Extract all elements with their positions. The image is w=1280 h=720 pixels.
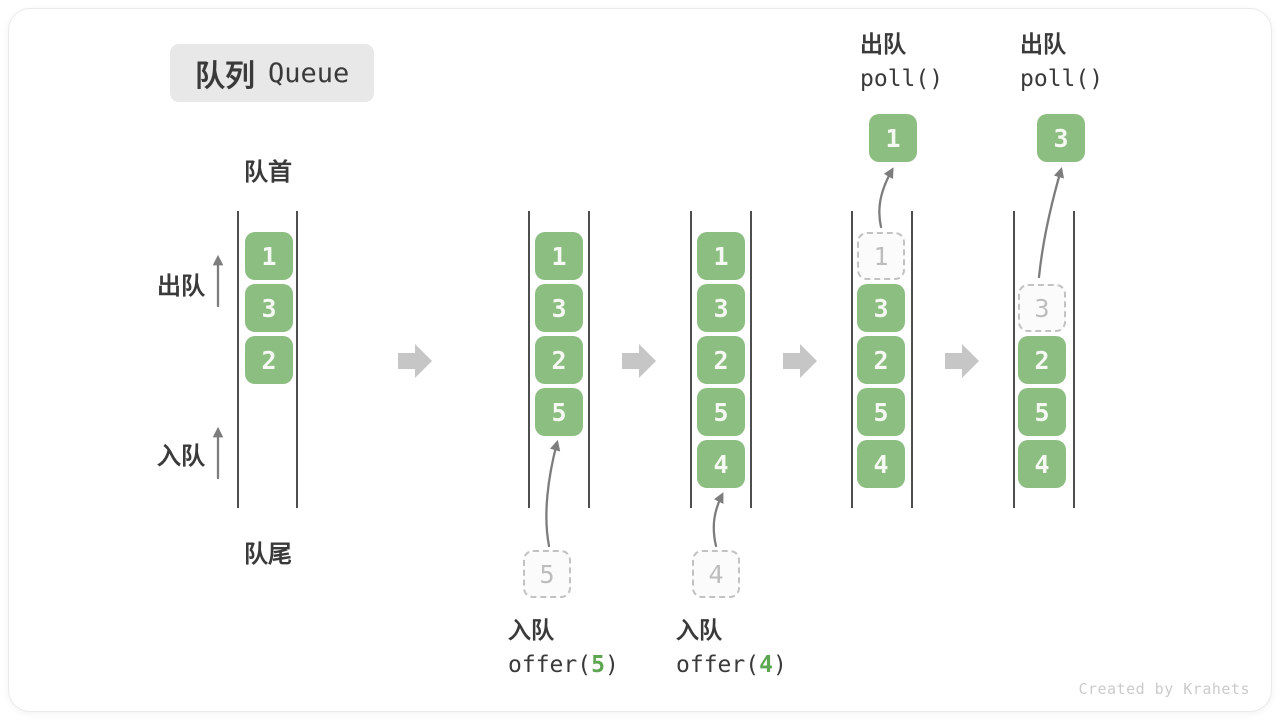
enqueue-pending-cell: 4 xyxy=(692,550,740,598)
queue-wall-right xyxy=(588,211,590,508)
queue-wall-right xyxy=(911,211,913,508)
queue-cell-removed: 3 xyxy=(1018,284,1066,332)
title-badge: 队列 Queue xyxy=(170,44,375,102)
enqueue-label: 入队 xyxy=(157,442,205,470)
queue-cell: 2 xyxy=(697,336,745,384)
queue-cell: 5 xyxy=(1018,388,1066,436)
queue-wall-right xyxy=(1073,211,1075,508)
queue-wall-left xyxy=(851,211,853,508)
operation-label: 出队 poll() xyxy=(1020,28,1103,97)
queue-cell: 1 xyxy=(535,232,583,280)
queue-wall-right xyxy=(750,211,752,508)
dequeue-label: 出队 xyxy=(157,272,205,300)
watermark: Created by Krahets xyxy=(1078,680,1250,698)
queue-front-label: 队首 xyxy=(244,158,292,186)
queue-rear-label: 队尾 xyxy=(244,540,292,568)
operation-label: 出队 poll() xyxy=(860,28,943,97)
queue-wall-left xyxy=(237,211,239,508)
queue-cell: 1 xyxy=(697,232,745,280)
queue-cell: 4 xyxy=(697,440,745,488)
operation-code: poll() xyxy=(1020,66,1104,92)
queue-cell: 3 xyxy=(245,284,293,332)
queue-cell: 3 xyxy=(697,284,745,332)
operation-label: 入队 offer(4) xyxy=(676,614,787,683)
title-en: Queue xyxy=(268,57,350,89)
queue-cell: 5 xyxy=(857,388,905,436)
queue-cell: 2 xyxy=(535,336,583,384)
operation-label: 入队 offer(5) xyxy=(508,614,619,683)
operation-zh: 入队 xyxy=(508,618,554,644)
diagram-card xyxy=(8,8,1272,712)
enqueue-pending-cell: 5 xyxy=(523,550,571,598)
queue-cell: 4 xyxy=(1018,440,1066,488)
queue-cell: 3 xyxy=(857,284,905,332)
operation-code: poll() xyxy=(860,66,944,92)
queue-cell: 5 xyxy=(535,388,583,436)
operation-arg: 4 xyxy=(759,652,773,678)
polled-cell: 3 xyxy=(1037,114,1085,162)
queue-cell: 1 xyxy=(245,232,293,280)
queue-cell: 2 xyxy=(1018,336,1066,384)
operation-code: offer(5) xyxy=(508,652,619,678)
queue-wall-right xyxy=(296,211,298,508)
queue-cell-removed: 1 xyxy=(857,232,905,280)
queue-cell: 2 xyxy=(857,336,905,384)
queue-cell: 3 xyxy=(535,284,583,332)
polled-cell: 1 xyxy=(869,114,917,162)
queue-cell: 5 xyxy=(697,388,745,436)
title-zh: 队列 xyxy=(195,59,255,94)
operation-arg: 5 xyxy=(591,652,605,678)
queue-cell: 2 xyxy=(245,336,293,384)
queue-wall-left xyxy=(1013,211,1015,508)
queue-wall-left xyxy=(528,211,530,508)
queue-cell: 4 xyxy=(857,440,905,488)
queue-wall-left xyxy=(690,211,692,508)
operation-code: offer(4) xyxy=(676,652,787,678)
operation-zh: 出队 xyxy=(860,32,906,58)
operation-zh: 入队 xyxy=(676,618,722,644)
operation-zh: 出队 xyxy=(1020,32,1066,58)
